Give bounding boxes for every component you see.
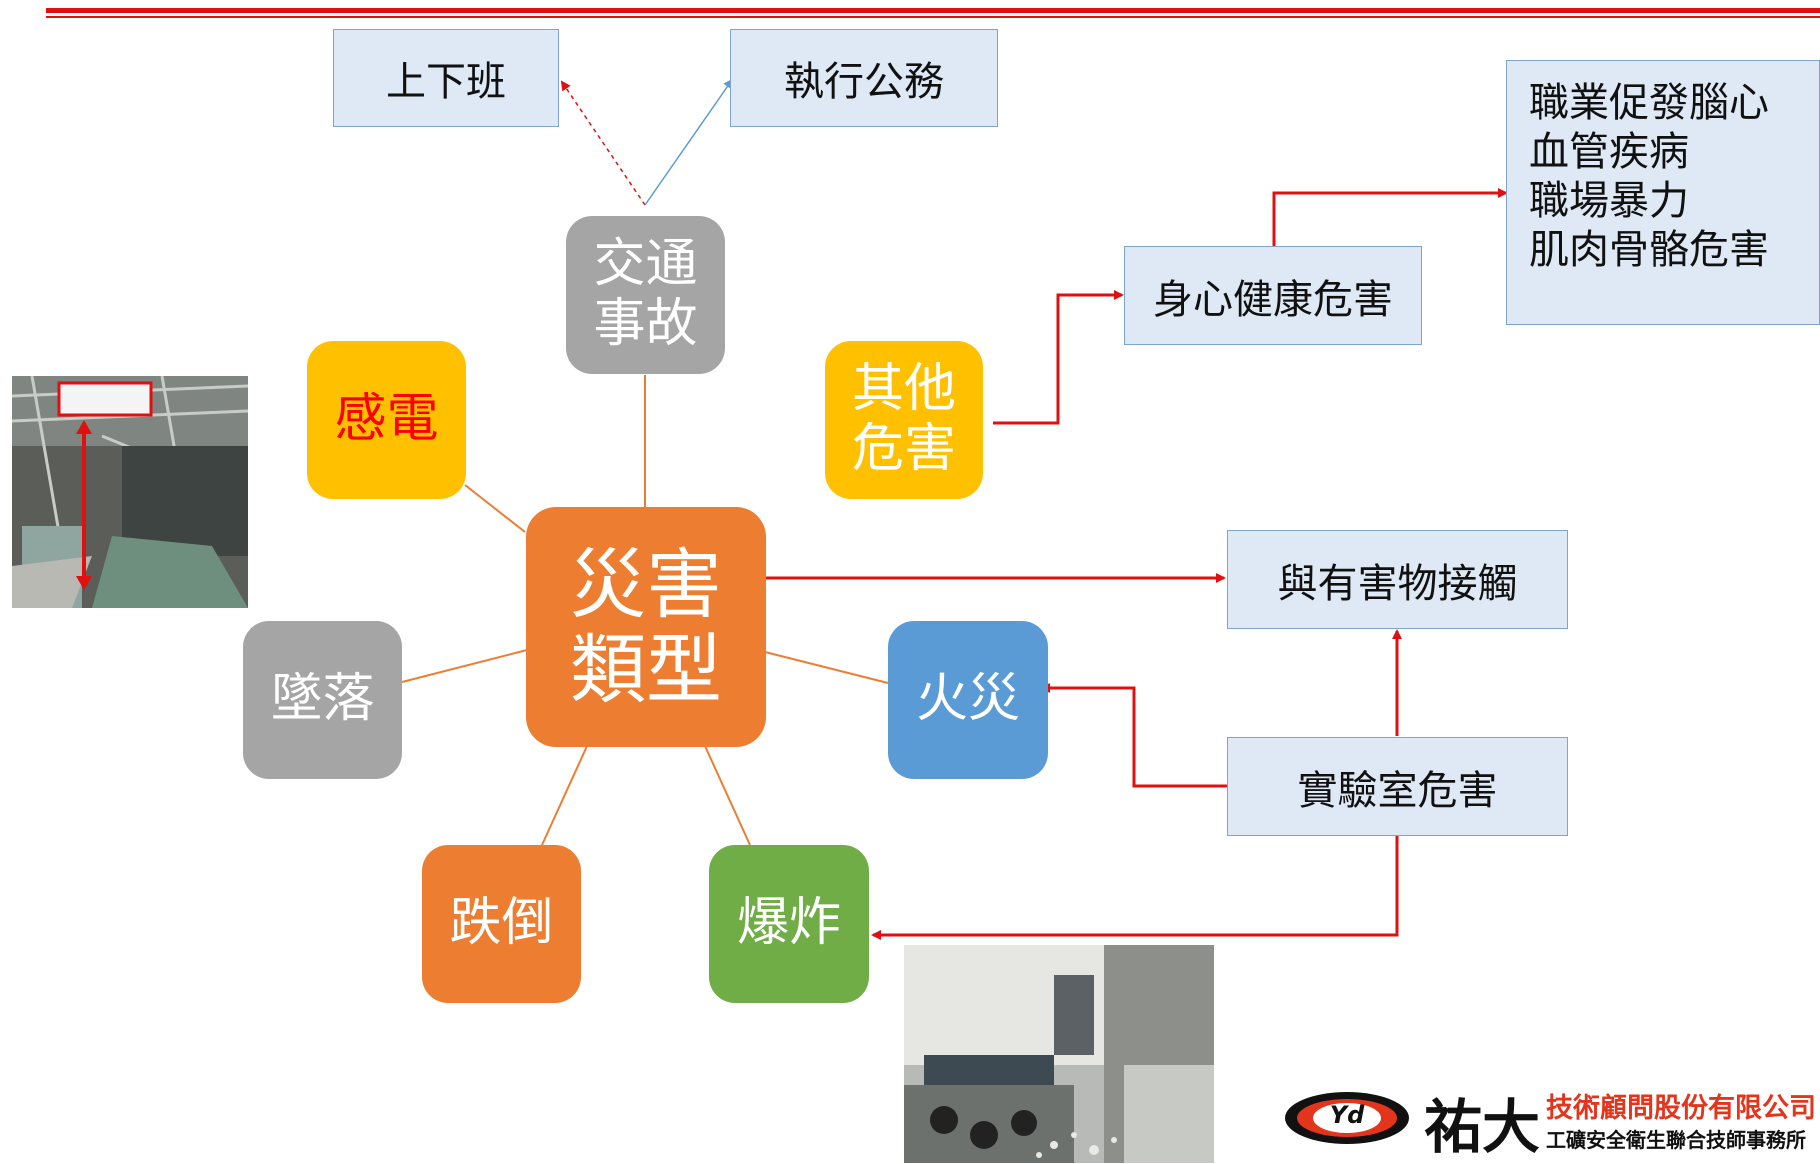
header-rule-thin bbox=[46, 16, 1820, 18]
tile-traffic-accident: 交通事故 bbox=[566, 216, 725, 374]
tile-explosion: 爆炸 bbox=[709, 845, 869, 1003]
official-duty-label: 執行公務 bbox=[784, 59, 944, 105]
health-list-box: 職業促發腦心 血管疾病 職場暴力 肌肉骨骼危害 bbox=[1506, 60, 1820, 325]
hazardous-contact-box: 與有害物接觸 bbox=[1227, 530, 1568, 629]
spoke-explosion bbox=[704, 745, 751, 846]
tile-electric-label: 感電 bbox=[334, 389, 439, 450]
mental-health-box: 身心健康危害 bbox=[1124, 246, 1422, 345]
company-logo-icon bbox=[1285, 1092, 1409, 1144]
tile-explosion-label: 爆炸 bbox=[736, 893, 841, 954]
tile-fire-label: 火災 bbox=[915, 669, 1020, 730]
arrow-other-to-health bbox=[993, 290, 1124, 425]
tile-traffic-line2: 事故 bbox=[593, 294, 698, 354]
tile-electrocution: 感電 bbox=[307, 341, 466, 499]
commute-box: 上下班 bbox=[333, 29, 559, 127]
arrow-commute bbox=[560, 80, 646, 206]
arrow-health-to-list bbox=[1272, 188, 1508, 246]
factory-photo bbox=[12, 376, 248, 608]
spoke-trip bbox=[541, 745, 588, 846]
health-list-item: 職業促發腦心 bbox=[1529, 80, 1769, 126]
hazardous-contact-label: 與有害物接觸 bbox=[1277, 560, 1518, 607]
tile-fall-from-height: 墜落 bbox=[243, 621, 402, 779]
tile-other-line2: 危害 bbox=[851, 419, 956, 479]
mental-health-label: 身心健康危害 bbox=[1153, 276, 1393, 323]
center-disaster-types: 災害類型 bbox=[526, 507, 766, 747]
center-line1: 災害 bbox=[570, 539, 722, 629]
lab-hazard-label: 實驗室危害 bbox=[1297, 767, 1498, 814]
arrow-lab-to-fire bbox=[1040, 683, 1227, 788]
spoke-electric bbox=[464, 484, 526, 533]
center-line2: 類型 bbox=[570, 625, 722, 714]
official-duty-box: 執行公務 bbox=[730, 29, 998, 127]
logo-company-name: 技術顧問股份有限公司 bbox=[1546, 1093, 1816, 1124]
lab-explosion-photo bbox=[904, 945, 1214, 1163]
arrow-duty bbox=[644, 78, 734, 206]
logo-company-subtitle: 工礦安全衛生聯合技師事務所 bbox=[1546, 1128, 1806, 1152]
tile-fire: 火災 bbox=[888, 621, 1048, 779]
header-rule-thick bbox=[46, 8, 1820, 13]
health-list-item: 血管疾病 bbox=[1529, 129, 1689, 175]
lab-hazard-box: 實驗室危害 bbox=[1227, 737, 1568, 836]
logo-mark: Yd bbox=[1329, 1101, 1365, 1129]
tile-fall-label: 墜落 bbox=[270, 669, 375, 730]
health-list-item: 職場暴力 bbox=[1529, 178, 1689, 224]
commute-label: 上下班 bbox=[386, 59, 506, 105]
arrow-lab-to-explosion bbox=[871, 836, 1399, 940]
tile-traffic-line1: 交通 bbox=[593, 234, 698, 295]
spoke-fire bbox=[764, 651, 889, 684]
tile-trip: 跌倒 bbox=[422, 845, 581, 1003]
tile-trip-label: 跌倒 bbox=[449, 893, 554, 954]
tile-other-line1: 其他 bbox=[851, 359, 956, 420]
tile-other-hazard: 其他危害 bbox=[825, 341, 983, 499]
logo-brand: 祐大 bbox=[1424, 1093, 1541, 1161]
health-list-item: 肌肉骨骼危害 bbox=[1529, 227, 1769, 273]
spoke-fall bbox=[401, 649, 528, 683]
